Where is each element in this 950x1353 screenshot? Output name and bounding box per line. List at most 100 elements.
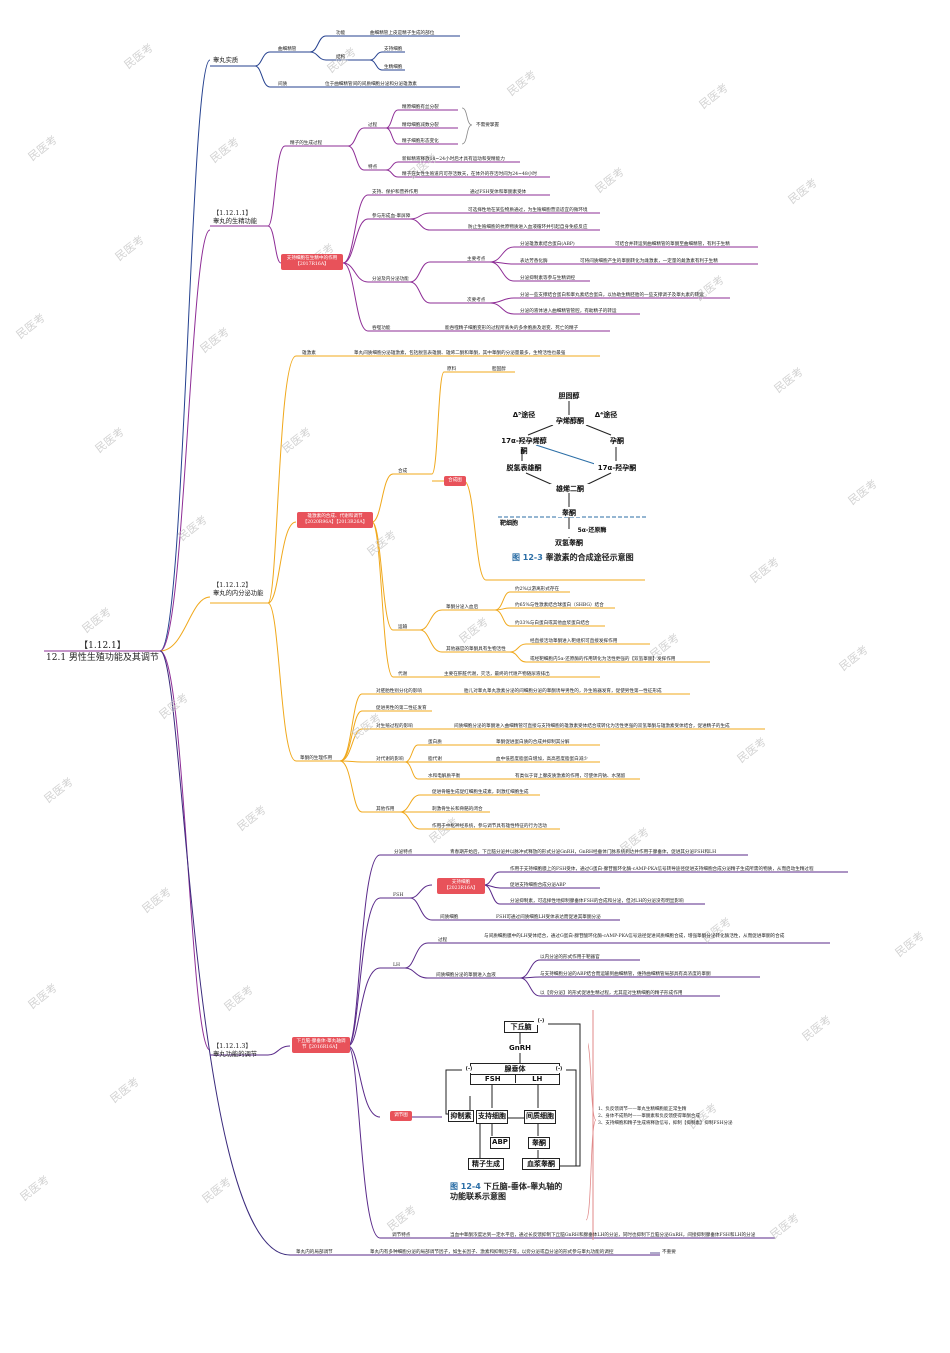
section-regulation[interactable]: 【1.12.1.3】 睾丸功能的调节 <box>213 1043 257 1059</box>
node-e5[interactable]: 其他作用 <box>376 807 395 812</box>
node-leydig[interactable]: 间质细胞 <box>440 915 459 920</box>
section-endocrine[interactable]: 【1.12.1.2】 睾丸的内分泌功能 <box>213 582 263 598</box>
node-n1: 分泌一些支撑结合蛋白和睾丸素结合蛋白，以协助生精胚胎的一些支撑调子及睾丸素的转运 <box>520 293 704 298</box>
sertoli-role-badge[interactable]: 支持细胞在生精中的作用【2017R16A】 <box>281 254 343 270</box>
node-lh[interactable]: LH <box>393 963 401 968</box>
node-l3: 以【旁分泌】的形式促进生精过程，尤其是对生精细胞的精子形成作用 <box>540 991 683 996</box>
node-local[interactable]: 睾丸内的局部调节 <box>296 1250 333 1255</box>
androgen-synthesis-arrows <box>498 401 646 543</box>
root-title: 12.1 男性生殖功能及其调节 <box>46 653 159 663</box>
node-support[interactable]: 支持、保护和营养作用 <box>372 190 418 195</box>
section-title: 睾丸的内分泌功能 <box>213 590 264 597</box>
node-t3: 约33%与白蛋白或其他血浆蛋白结合 <box>515 621 590 626</box>
synthesis-figure-button[interactable]: 合成图 <box>444 476 466 486</box>
node-e4b: 脂代谢 <box>428 757 442 762</box>
node-e4a-text: 睾酮促进蛋白质的合成并抑制其分解 <box>496 740 570 745</box>
node-interstitium[interactable]: 间质 <box>278 82 288 87</box>
fig-17oh-progesterone: 17α-羟孕酮 <box>594 463 640 472</box>
caption-number: 图 12-3 <box>512 553 543 562</box>
fig-pituitary-cells: FSH LH <box>471 1075 559 1083</box>
node-secretion[interactable]: 分泌特点 <box>394 850 413 855</box>
node-androgen-text: 睾丸间质细胞分泌雄激素，包括脱氢表雄酮、雄烯二酮和睾酮，其中睾酮的分泌量最多，生… <box>354 351 566 356</box>
node-fsh-1: 作用于支持细胞膜上的FSH受体，通过G蛋白-腺苷酸环化酶-cAMP-PKA信号转… <box>510 867 814 872</box>
node-m2: 表达芳香化酶 <box>520 259 548 264</box>
node-feature[interactable]: 特点 <box>368 165 378 170</box>
caption-text: 睾激素的合成途径示意图 <box>545 553 634 562</box>
node-process[interactable]: 精子的生成过程 <box>290 141 323 146</box>
node-e1[interactable]: 对胚胎性别分化的影响 <box>376 689 422 694</box>
node-target[interactable]: 其他器官的睾酮具有生物活性 <box>446 647 506 652</box>
node-e4c: 水和电解质平衡 <box>428 774 461 779</box>
node-cholesterol: 胆固醇 <box>492 367 506 372</box>
node-e4c-text: 有类似于肾上腺皮质激素的作用，可使体内钠、水潴留 <box>515 774 626 779</box>
caption-number: 图 12-4 <box>450 1182 481 1191</box>
node-lh-effect[interactable]: 间质细胞分泌的睾酮进入血液 <box>436 973 496 978</box>
node-synthesis[interactable]: 合成 <box>398 469 408 474</box>
node-function[interactable]: 功能 <box>336 31 346 36</box>
node-main-exam[interactable]: 主要考点 <box>467 257 486 262</box>
node-metabolism[interactable]: 代谢 <box>398 672 408 677</box>
root-code: 【1.12.1】 <box>79 641 126 651</box>
androgen-badge[interactable]: 雄激素的合成、代谢和调节【2020R96A】【2013R26A】 <box>297 512 373 528</box>
fig-gnrh: GnRH <box>507 1044 533 1053</box>
regulation-figure-button[interactable]: 调节图 <box>390 1111 412 1121</box>
node-m1-note: 可结合并转运到曲细精管的睾酮至曲细精管，有利于生精 <box>615 242 730 247</box>
node-effects[interactable]: 睾酮的生理作用 <box>300 756 333 761</box>
section-spermatogenesis[interactable]: 【1.12.1.1】 睾丸的生精功能 <box>213 210 257 226</box>
node-e3[interactable]: 对生殖过程的影响 <box>376 724 413 729</box>
figure-note: 2、身体不成熟时——睾酮素和负反馈使得睾酮合成 <box>598 1114 700 1119</box>
node-e4b-text: 血中低密度脂蛋白增加，高高密度脂蛋白减少 <box>496 757 588 762</box>
node-g2: 或经靶细胞内5α-还原酶的作用转化为活性更强的【双氢睾酮】发挥作用 <box>530 657 676 662</box>
fig-dhea: 脱氢表雄酮 <box>504 463 544 472</box>
node-lh-process-text: 与间质细胞膜中的LH受体结合，通过G蛋白-腺苷酸环化酶-cAMP-PKA信号途径… <box>484 934 785 939</box>
node-fsh-3: 分泌抑制素，可选择性地抑制腺垂体FSH的合成和分泌，但对LH的分泌没有明显影响 <box>510 899 684 904</box>
node-endocrine[interactable]: 分泌及内分泌功能 <box>372 277 409 282</box>
note-not-important: 不重要 <box>662 1250 676 1255</box>
fig-pregnenolone: 孕烯醇酮 <box>550 416 590 425</box>
node-androgen[interactable]: 雄激素 <box>302 351 316 356</box>
node-p1: 精原细胞有丝分裂 <box>402 105 439 110</box>
fig-12-4-caption: 图 12-4 下丘脑-垂体-睾丸轴的 功能联系示意图 <box>450 1182 562 1202</box>
fig-pituitary-label: 腺垂体 <box>471 1064 559 1075</box>
node-feedback[interactable]: 调节特点 <box>392 1233 411 1238</box>
node-m3: 分泌抑制素等参与生精调控 <box>520 276 576 281</box>
section-code: 【1.12.1.1】 <box>213 210 252 217</box>
node-p3: 精子细胞形态变化 <box>402 139 439 144</box>
node-e4[interactable]: 对代谢的影响 <box>376 757 404 762</box>
fig-d5-pathway: Δ⁵途径 <box>512 410 536 419</box>
node-sub-exam[interactable]: 次要考点 <box>467 298 486 303</box>
node-leydig-text: FSH可通过间质细胞LH受体表达而促进其睾酮分泌 <box>496 915 601 920</box>
figure-androgen-synthesis[interactable]: 胆固醇 Δ⁵途径 Δ⁴途径 孕烯醇酮 17α-羟孕烯醇酮 孕酮 脱氢表雄酮 17… <box>498 387 646 572</box>
node-transport[interactable]: 运输 <box>398 625 408 630</box>
node-seminiferous[interactable]: 曲细精管 <box>278 47 297 52</box>
node-e3-text: 间质细胞分泌的睾酮进入曲细精管可直接与支持细胞的雄激素受体结合或转化为活性更强的… <box>454 724 730 729</box>
node-lh-process[interactable]: 过程 <box>438 938 448 943</box>
node-raw: 原料 <box>447 367 457 372</box>
node-phagocytosis[interactable]: 吞噬功能 <box>372 326 391 331</box>
section-testis-parenchyma[interactable]: 睾丸实质 <box>213 57 239 64</box>
node-b1: 可选择性地在某些物质通过，为生殖细胞营造适宜的微环境 <box>468 208 588 213</box>
figure-note: 3、支持细胞和精子生成将释放信号，抑制【抑制素】抑制FSH分泌 <box>598 1121 733 1126</box>
fig-cholesterol: 胆固醇 <box>550 391 588 400</box>
node-sertoli: 支持细胞 <box>384 47 403 52</box>
node-course[interactable]: 过程 <box>368 123 378 128</box>
node-free[interactable]: 睾酮分泌入血后 <box>446 605 479 610</box>
fig-minus-1: (-) <box>534 1018 548 1025</box>
node-structure[interactable]: 结构 <box>336 55 346 60</box>
node-e5b: 刺激骨生长和骨骼的闭合 <box>432 807 483 812</box>
node-l1: 以内分泌的形式作用于靶器官 <box>540 955 600 960</box>
fig-inhibin: 抑制素 <box>448 1110 474 1122</box>
node-n2: 分泌的液体进入曲细精管管腔，有助精子的转运 <box>520 309 617 314</box>
fig-testosterone: 睾酮 <box>556 508 582 517</box>
sertoli-badge[interactable]: 支持细胞【2023R16A】 <box>437 878 485 894</box>
fig-17oh-pregnenolone: 17α-羟孕烯醇酮 <box>498 436 550 455</box>
figure-hpt-axis[interactable]: 下丘脑 GnRH 腺垂体 FSH LH 抑制素 支持细胞 间质细胞 ABP 睾酮… <box>442 1018 588 1208</box>
fig-lh: LH <box>532 1075 543 1083</box>
node-fsh[interactable]: FSH <box>393 893 404 898</box>
hpt-axis-badge[interactable]: 下丘脑-腺垂体-睾丸轴调节【2016R16A】 <box>292 1037 350 1053</box>
fig-target-cell: 靶细胞 <box>498 518 520 527</box>
root-node[interactable]: 【1.12.1】 12.1 男性生殖功能及其调节 <box>46 640 159 664</box>
section-title: 睾丸功能的调节 <box>213 1051 258 1058</box>
node-barrier[interactable]: 参与形成血-睾屏障 <box>372 214 411 219</box>
